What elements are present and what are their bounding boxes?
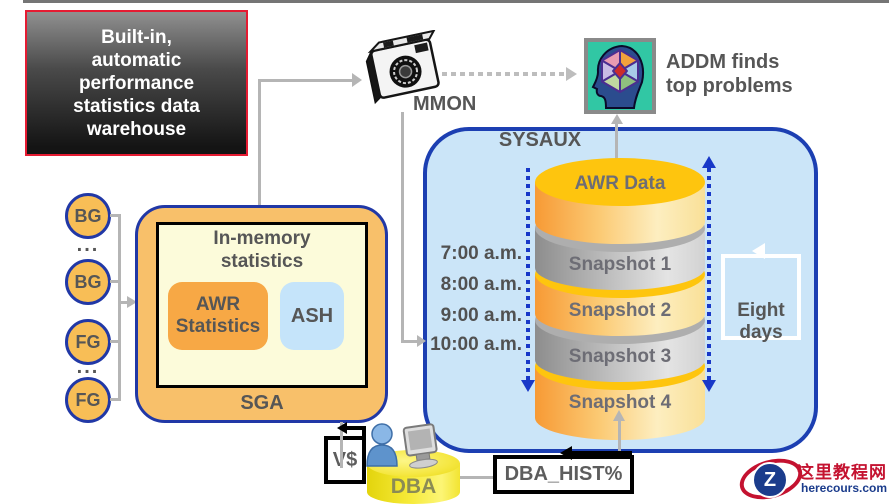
cylinder-label: AWR Data <box>574 173 666 194</box>
process-bus-to-sga <box>118 301 128 304</box>
connector-awrdata-to-addm <box>615 124 618 164</box>
dbahist-query-arrow <box>572 451 632 455</box>
process-ellipsis-2: ... <box>76 356 100 378</box>
process-bus-stub-3 <box>110 340 121 343</box>
cylinder-label: Snapshot 4 <box>568 392 672 413</box>
arrowhead-up-to-snapshot4 <box>613 410 625 421</box>
dotted-connector-mmon-to-addm <box>442 72 566 76</box>
vdollar-query-arrow <box>346 426 366 430</box>
process-label: FG <box>75 390 101 410</box>
snapshot-time-2: 8:00 a.m. <box>440 274 522 295</box>
mmon-camera-icon <box>356 29 452 118</box>
v-dollar-label: V$ <box>332 448 358 471</box>
watermark-logo-letter: Z <box>763 468 777 491</box>
snapshot-range-arrow-left <box>526 168 530 382</box>
awr-statistics-label: AWR Statistics <box>175 294 261 337</box>
arrowhead-to-addm <box>566 67 577 81</box>
arrowhead-into-sga <box>127 296 137 308</box>
process-label: FG <box>75 332 101 352</box>
snapshot-range-arrow-right-down <box>702 380 716 392</box>
retention-label: Eight days <box>737 300 785 343</box>
dba-hist-label: DBA_HIST% <box>504 463 623 485</box>
cylinder-top <box>535 158 705 206</box>
dba-label: DBA <box>390 475 437 498</box>
retention-loop-arrow <box>752 243 765 259</box>
sga-label: SGA <box>240 392 284 414</box>
dbahist-query-arrowhead <box>560 446 572 460</box>
process-circle-fg-2: FG <box>65 377 111 423</box>
connector-mmon-to-sysaux-horizontal <box>401 340 418 343</box>
vdollar-query-arrow-stub <box>362 426 366 438</box>
ash-label: ASH <box>290 304 334 327</box>
cylinder-label: Snapshot 3 <box>568 346 672 367</box>
process-circle-fg-1: FG <box>65 319 111 365</box>
process-bus-vertical <box>118 214 121 401</box>
snapshot-time-4: 10:00 a.m. <box>430 334 522 355</box>
awr-cylinder-stack: AWR Data Snapshot 1 Snapshot 2 Snapshot … <box>535 158 705 440</box>
sysaux-label: SYSAUX <box>498 129 582 151</box>
connector-inmemory-to-mmon-vertical <box>258 79 261 224</box>
snapshot-range-arrow-right <box>707 168 711 382</box>
vdollar-query-arrowhead <box>337 422 347 434</box>
snapshot-range-arrow-left-down <box>521 380 535 392</box>
watermark-logo-icon: Z <box>752 462 788 498</box>
dba-person-at-computer-icon <box>362 422 448 470</box>
slide-top-edge <box>23 0 889 3</box>
inmemory-statistics-title: In-memory statistics <box>213 228 311 272</box>
arrowhead-to-mmon <box>352 73 362 87</box>
title-callout: Built-in, automatic performance statisti… <box>25 10 248 156</box>
connector-dbahist-to-snapshot4 <box>618 420 621 456</box>
awr-statistics-chip: AWR Statistics <box>168 282 268 350</box>
snapshot-range-arrow-right-up <box>702 156 716 168</box>
retention-period-box: Eight days <box>721 254 801 343</box>
process-bus-stub-2 <box>110 280 121 283</box>
connector-inmemory-to-mmon-horizontal <box>258 79 353 82</box>
snapshot-time-3: 9:00 a.m. <box>440 305 522 326</box>
connector-mmon-to-sysaux-vertical <box>401 112 404 342</box>
arrowhead-up-to-addm <box>611 114 623 124</box>
mmon-label: MMON <box>413 93 477 115</box>
cylinder-label: Snapshot 1 <box>568 254 672 275</box>
ash-chip: ASH <box>280 282 344 350</box>
process-label: BG <box>74 206 102 226</box>
title-text: Built-in, automatic performance statisti… <box>73 26 200 140</box>
process-circle-bg-1: BG <box>65 193 111 239</box>
process-ellipsis-1: ... <box>76 234 100 256</box>
process-label: BG <box>74 272 102 292</box>
dba-hist-views-box: DBA_HIST% <box>493 455 634 494</box>
v-dollar-views-box: V$ <box>324 436 366 484</box>
arrowhead-into-sysaux <box>417 335 426 347</box>
watermark-site-url: herecours.com <box>801 481 888 495</box>
connector-sga-to-vdollar <box>340 422 343 468</box>
watermark-site-name: 这里教程网 <box>797 463 887 482</box>
addm-caption: ADDM finds top problems <box>666 51 793 97</box>
process-circle-bg-2: BG <box>65 259 111 305</box>
cylinder-label: Snapshot 2 <box>568 300 672 321</box>
connector-dba-to-dbahist <box>458 476 495 479</box>
process-bus-stub-1 <box>110 214 121 217</box>
snapshot-time-1: 7:00 a.m. <box>440 243 522 264</box>
cylinder-awr-data: AWR Data <box>535 158 705 270</box>
addm-head-icon <box>584 38 656 114</box>
process-bus-stub-4 <box>110 398 121 401</box>
